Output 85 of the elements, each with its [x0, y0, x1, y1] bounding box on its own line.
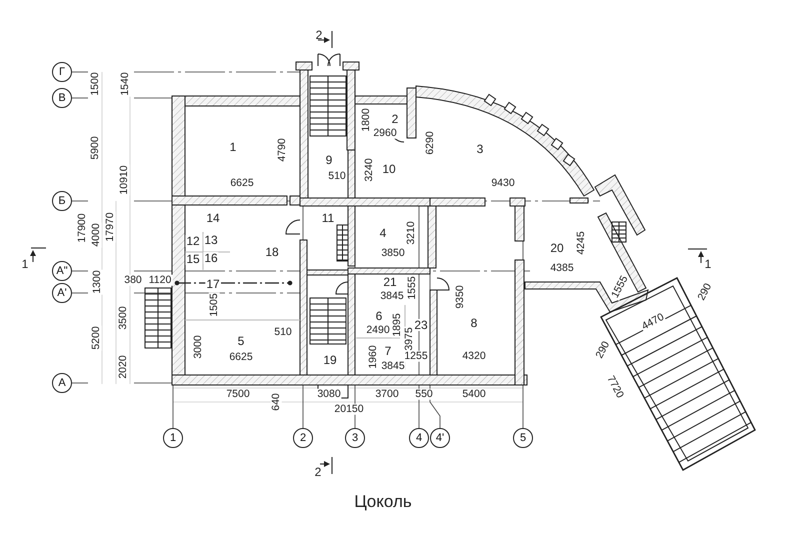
dimension-label: 1540 [120, 71, 130, 97]
dimension-label: 1505 [208, 292, 220, 318]
dimension-label: 1500 [90, 71, 100, 97]
room-number: 3 [476, 143, 484, 155]
room-number: 12 [185, 235, 201, 247]
dimension-label: 5400 [461, 388, 487, 400]
section-number: 1 [20, 258, 30, 270]
dimension-label: 2960 [372, 128, 398, 138]
axis-bubble: В [52, 88, 72, 108]
dimension-label: 4320 [461, 350, 487, 362]
dimension-label: 1300 [92, 269, 102, 295]
dimension-label: 1255 [403, 350, 429, 362]
axis-bubble: 4' [430, 428, 450, 448]
dimension-label: 10910 [118, 164, 130, 196]
caption: Цоколь [354, 492, 412, 512]
room-number: 14 [205, 212, 221, 224]
dimension-label: 6625 [228, 352, 254, 362]
dimension-label: 6625 [229, 178, 255, 188]
dimension-label: 510 [273, 326, 293, 338]
axis-bubble: А [52, 373, 72, 393]
room-number: 2 [390, 113, 400, 125]
dimension-label: 3500 [118, 305, 128, 331]
axis-bubble: 3 [345, 428, 365, 448]
axis-bubble: Б [52, 191, 72, 211]
dimension-label: 17900 [76, 212, 88, 244]
dimension-label: 1895 [392, 312, 402, 338]
axis-bubble: А" [52, 261, 72, 281]
room-number: 17 [205, 278, 221, 290]
dimension-label: 9350 [454, 284, 466, 310]
dimension-label: 3975 [404, 326, 414, 352]
dimension-label: 3700 [374, 388, 400, 400]
dimension-label: 3850 [380, 248, 406, 258]
dimension-label: 3240 [364, 157, 374, 183]
section-number: 2 [314, 466, 322, 478]
dimension-label: 1800 [360, 107, 372, 133]
dimension-label: 2490 [365, 324, 391, 336]
dimension-label: 9430 [490, 178, 516, 188]
room-number: 11 [320, 212, 336, 224]
axis-bubble: 1 [163, 428, 183, 448]
section-number: 1 [704, 258, 712, 270]
dimension-label: 5200 [90, 325, 102, 351]
dimension-label: 17970 [104, 211, 116, 243]
room-number: 18 [264, 246, 280, 258]
dimension-label: 2020 [118, 354, 128, 380]
room-number: 8 [470, 317, 478, 329]
dimension-label: 3845 [380, 360, 406, 372]
dimension-label: 3080 [316, 388, 342, 400]
room-number: 13 [203, 234, 219, 246]
dimension-label: 510 [327, 170, 347, 182]
dimension-label: 4790 [276, 137, 288, 163]
dimension-label: 20150 [333, 404, 365, 414]
room-number: 6 [374, 310, 384, 322]
dimension-label: 3845 [379, 290, 405, 302]
dimension-label: 4000 [90, 222, 102, 248]
room-number: 9 [324, 154, 334, 166]
room-number: 20 [549, 242, 565, 254]
room-number: 10 [381, 163, 397, 175]
axis-bubble: 2 [293, 428, 313, 448]
room-number: 16 [203, 252, 219, 264]
section-number: 2 [314, 29, 324, 41]
dimension-label: 1960 [368, 344, 378, 370]
room-number: 21 [382, 276, 398, 288]
room-number: 5 [236, 335, 246, 347]
axis-bubble: 4 [409, 428, 429, 448]
room-number: 4 [378, 227, 388, 239]
room-number: 15 [185, 253, 201, 265]
dimension-label: 5900 [90, 135, 100, 161]
dimension-label: 3000 [192, 334, 204, 360]
dimension-label: 550 [414, 388, 434, 400]
axis-bubble: 5 [513, 428, 533, 448]
room-number: 7 [384, 345, 392, 357]
axis-bubble: Г [52, 62, 72, 82]
dimension-label: 1120 [148, 274, 172, 286]
dimension-label: 4385 [549, 262, 575, 274]
room-number: 19 [322, 354, 338, 366]
dimension-label: 640 [270, 392, 282, 412]
room-number: 1 [228, 141, 238, 153]
dimension-label: 4245 [576, 230, 586, 256]
dimension-label: 6290 [424, 130, 436, 156]
dimension-label: 3210 [406, 220, 416, 246]
dimension-label: 7500 [225, 388, 251, 400]
room-number: 23 [413, 319, 429, 331]
dimension-label: 380 [123, 274, 143, 286]
axis-bubble: А' [52, 283, 72, 303]
dimension-label: 1555 [406, 275, 418, 301]
